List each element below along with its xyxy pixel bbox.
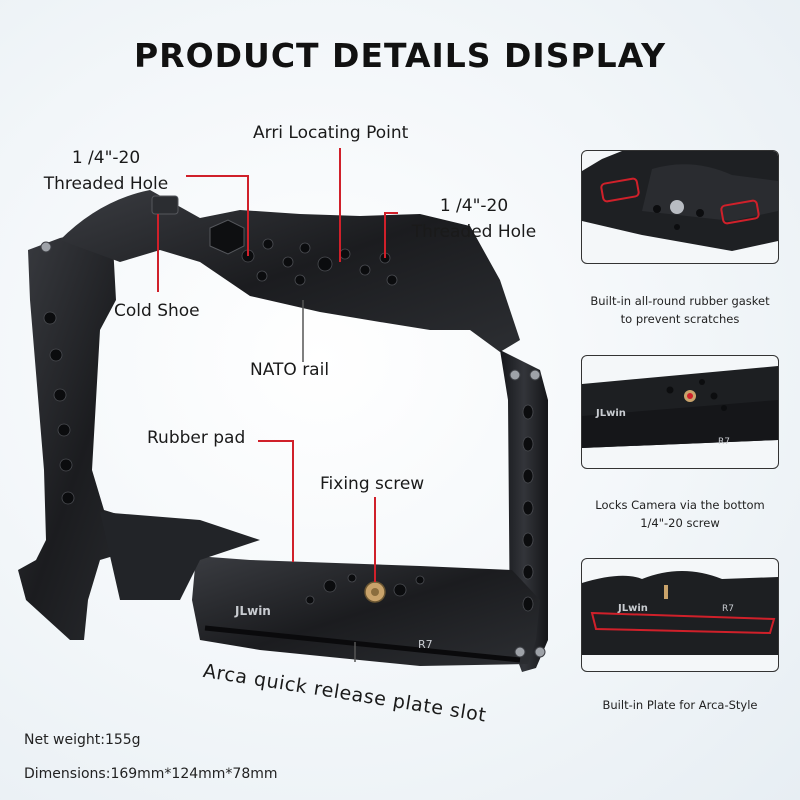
plate-brand-text: JLwin — [234, 604, 271, 618]
callout-lines — [157, 148, 398, 582]
callout-cold-shoe: Cold Shoe — [114, 301, 200, 321]
detail-caption-screw-line2: 1/4"-20 screw — [640, 516, 720, 530]
callout-nato-rail: NATO rail — [250, 360, 330, 380]
cage-bottom-plate — [192, 556, 540, 666]
callout-arri-locating-point: Arri Locating Point — [253, 123, 409, 143]
callout-threaded-hole-left: 1 /4"-20 Threaded Hole — [36, 148, 176, 194]
cage-screws — [40, 241, 546, 658]
callout-rubber-pad: Rubber pad — [147, 428, 246, 448]
detail-caption-screw: Locks Camera via the bottom 1/4"-20 scre… — [565, 496, 795, 532]
bottom-screw-closeup-graphic: JLwin R7 — [582, 366, 778, 448]
detail-caption-screw-line1: Locks Camera via the bottom — [595, 498, 765, 512]
cage-lower-shelf — [100, 512, 260, 600]
arri-hexagon — [209, 219, 245, 255]
spec-dimensions: Dimensions:169mm*124mm*78mm — [24, 766, 278, 782]
cage-top-bar — [60, 190, 520, 352]
callout-fixing-screw: Fixing screw — [320, 474, 425, 494]
callout-threaded-hole-left-name: Threaded Hole — [43, 174, 169, 194]
plate-model-text: R7 — [418, 638, 433, 651]
gasket-closeup-graphic — [582, 151, 778, 251]
cold-shoe — [151, 195, 179, 215]
detail-caption-arca-line1: Built-in Plate for Arca-Style — [602, 698, 758, 712]
thumb2-model: R7 — [718, 437, 730, 447]
spec-net-weight: Net weight:155g — [24, 732, 141, 748]
left-side-holes — [43, 311, 75, 505]
detail-caption-gasket-line1: Built-in all-round rubber gasket — [590, 294, 770, 308]
callout-threaded-hole-right-size: 1 /4"-20 — [439, 196, 509, 216]
callout-threaded-hole-right-name: Threaded Hole — [411, 222, 537, 242]
spec-dimensions-value: 169mm*124mm*78mm — [110, 766, 278, 782]
arca-plate-closeup-graphic: JLwin R7 — [582, 571, 778, 655]
spec-weight-value: 155g — [104, 732, 141, 748]
page-title: PRODUCT DETAILS DISPLAY — [134, 36, 666, 75]
callout-line-right-hole — [384, 212, 398, 258]
callout-line-left-hole — [186, 175, 249, 256]
callout-threaded-hole-right: 1 /4"-20 Threaded Hole — [403, 196, 545, 242]
arca-slot-groove — [204, 625, 521, 663]
detail-caption-gasket: Built-in all-round rubber gasket to prev… — [565, 292, 795, 328]
fixing-screw-graphic — [364, 581, 386, 603]
callout-threaded-hole-left-size: 1 /4"-20 — [71, 148, 141, 168]
detail-caption-gasket-line2: to prevent scratches — [620, 312, 740, 326]
detail-image-arca-plate: JLwin R7 — [581, 558, 779, 672]
detail-image-rubber-gasket — [581, 150, 779, 264]
thumb2-brand: JLwin — [595, 408, 626, 419]
bottom-plate-holes — [305, 573, 425, 605]
callout-line-rubber — [258, 440, 294, 562]
detail-image-bottom-screw: JLwin R7 — [581, 355, 779, 469]
spec-dimensions-label: Dimensions: — [24, 766, 111, 782]
detail-caption-arca: Built-in Plate for Arca-Style — [565, 696, 795, 714]
thumb3-model: R7 — [722, 604, 734, 614]
thumb3-brand: JLwin — [617, 603, 648, 614]
top-holes — [241, 238, 398, 286]
spec-weight-label: Net weight: — [24, 732, 105, 748]
right-upright-holes — [522, 404, 534, 612]
